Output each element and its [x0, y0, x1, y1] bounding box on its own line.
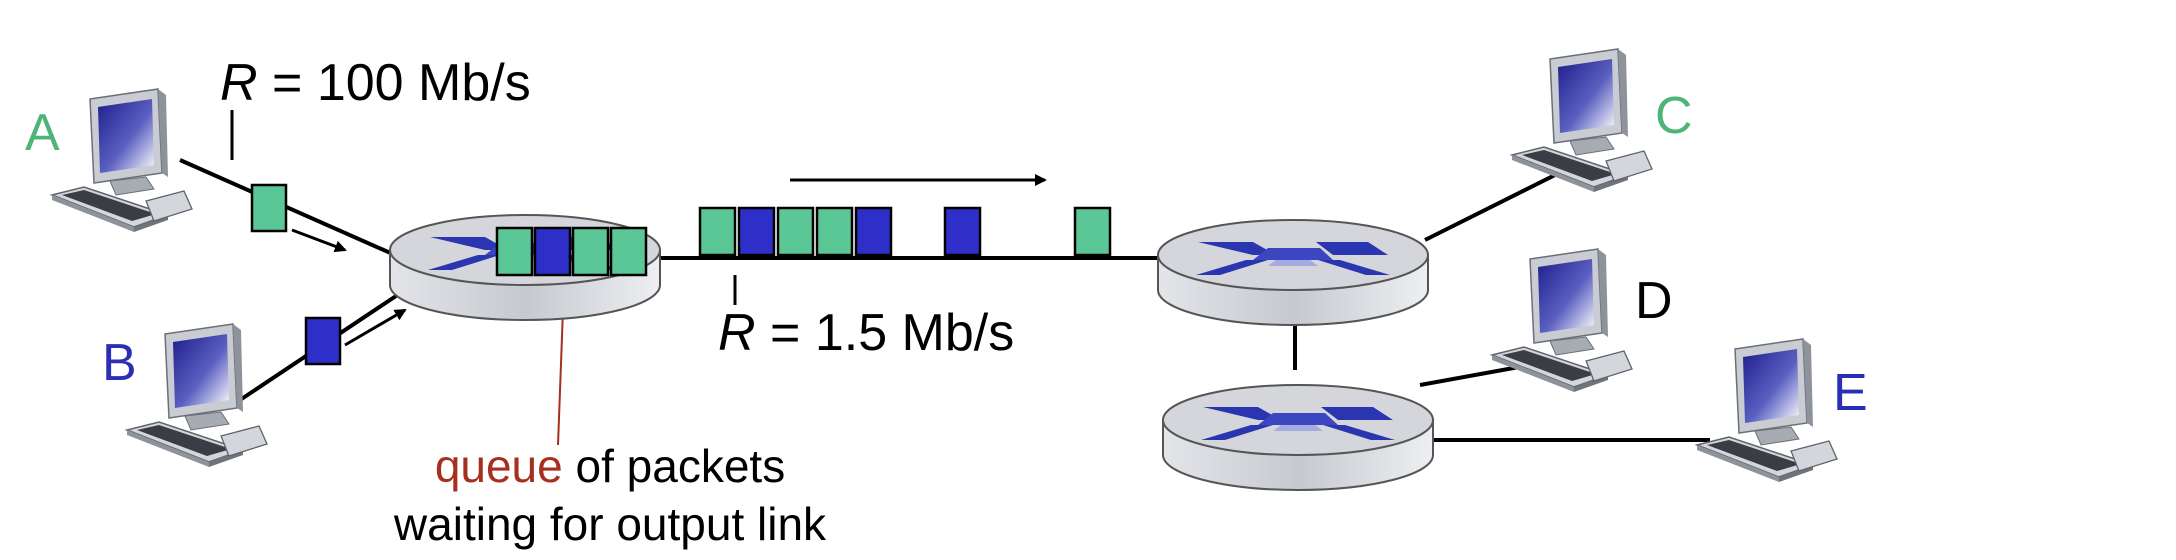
access-rate-symbol: R [220, 54, 258, 112]
queued-packet [495, 226, 534, 277]
host-label-d: D [1635, 272, 1673, 330]
link-packet [854, 206, 893, 257]
incoming-packet-a [250, 183, 288, 233]
queue-caption-line2: waiting for output link [393, 498, 827, 550]
access-link-rate: R = 100 Mb/s [220, 54, 531, 112]
link-packet [737, 206, 776, 257]
arrow-icon [291, 228, 347, 253]
direction-arrows [291, 174, 1047, 347]
queue-highlight: queue [435, 440, 563, 492]
queued-packet [533, 226, 572, 277]
incoming-packet-b [304, 316, 342, 366]
queued-packet [571, 226, 610, 277]
host-d-text: D [1635, 272, 1673, 330]
computer-icon[interactable] [1491, 248, 1633, 393]
link-router3-d [1419, 363, 1531, 387]
host-c-text: C [1655, 87, 1693, 145]
host-label-e: E [1833, 364, 1868, 422]
link-packet [943, 206, 982, 257]
host-label-b: B [102, 334, 137, 392]
computer-icon[interactable] [1696, 338, 1838, 483]
link-packet [698, 206, 737, 257]
host-b-text: B [102, 334, 137, 392]
link-packet [815, 206, 854, 257]
access-rate-value: = 100 Mb/s [258, 54, 531, 112]
host-label-c: C [1655, 87, 1693, 145]
packets [250, 183, 1112, 366]
queue-caption-line1: queue of packets [435, 440, 785, 492]
labels: A B C D E R = 100 Mb/s R = 1.5 Mb/s queu… [25, 54, 1868, 550]
host-label-a: A [25, 104, 60, 162]
bottleneck-link-rate: R = 1.5 Mb/s [718, 304, 1014, 362]
bottleneck-rate-value: = 1.5 Mb/s [756, 304, 1015, 362]
host-e-text: E [1833, 364, 1868, 422]
host-a-text: A [25, 104, 60, 162]
link-packet [1073, 206, 1112, 257]
queue-line1-rest: of packets [563, 440, 785, 492]
queued-packet [609, 226, 648, 277]
bottleneck-rate-symbol: R [718, 304, 756, 362]
link-router2-c [1424, 168, 1566, 242]
links [179, 158, 1710, 442]
computer-icon[interactable] [1511, 48, 1653, 193]
link-a-router1 [179, 158, 396, 257]
queue-line2: waiting for output link [393, 498, 827, 550]
arrow-icon [344, 308, 407, 347]
computer-icon[interactable] [51, 88, 193, 233]
router-icon[interactable] [1157, 219, 1429, 326]
router-icon[interactable] [1162, 384, 1434, 491]
link-packet [776, 206, 815, 257]
